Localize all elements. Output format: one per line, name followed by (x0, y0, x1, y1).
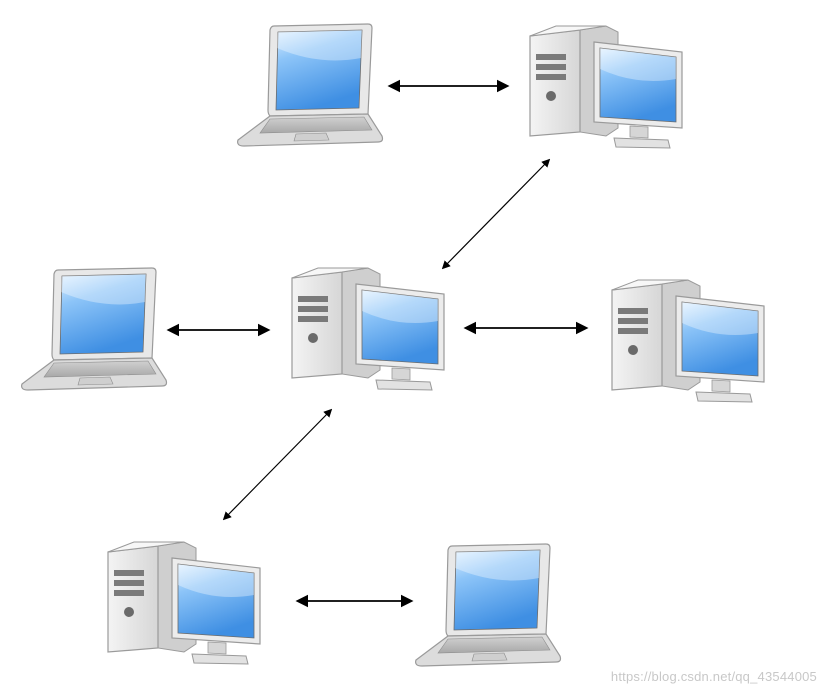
desktop-bottom-left (107, 541, 261, 665)
desktop-top-right (529, 25, 683, 149)
arrow-center-to-desktop-top-right (441, 158, 551, 270)
laptop-icon (21, 267, 168, 391)
desktop-computer-icon (529, 25, 683, 149)
laptop-icon (237, 23, 384, 147)
laptop-icon (415, 543, 562, 667)
arrow-center-to-desktop-bottom-left (222, 408, 333, 521)
watermark-text: https://blog.csdn.net/qq_43544005 (610, 669, 817, 684)
desktop-center (291, 267, 445, 391)
laptop-top (237, 23, 384, 147)
laptop-bottom-right (415, 543, 562, 667)
connection-arrows (166, 79, 589, 608)
desktop-computer-icon (291, 267, 445, 391)
desktop-computer-icon (611, 279, 765, 403)
desktop-computer-icon (107, 541, 261, 665)
laptop-middle-left (21, 267, 168, 391)
desktop-middle-right (611, 279, 765, 403)
